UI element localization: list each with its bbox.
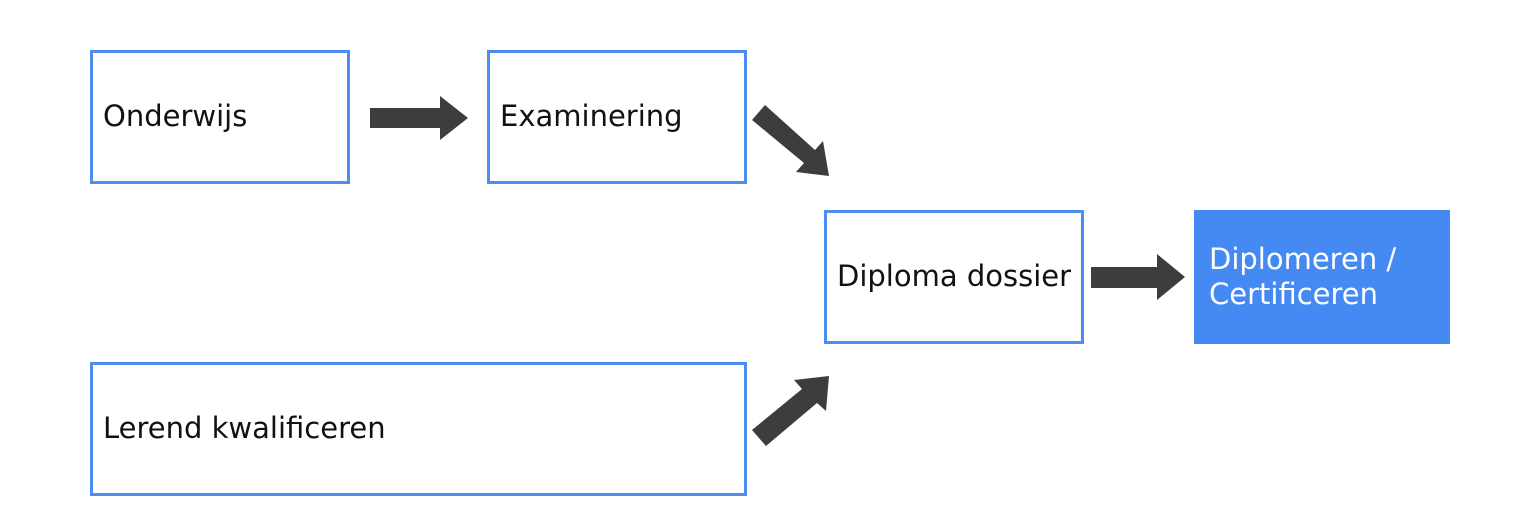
node-label-onderwijs: Onderwijs [103, 99, 248, 134]
node-lerend-kwalificeren: Lerend kwalificeren [90, 362, 747, 496]
node-onderwijs: Onderwijs [90, 50, 350, 184]
node-diploma-dossier: Diploma dossier [824, 210, 1084, 344]
arrow-diploma-dossier-to-diplomeren [1091, 254, 1185, 300]
node-label-diplomeren-certificeren: Diplomeren / Certificeren [1209, 241, 1397, 311]
arrow-examinering-to-diploma-dossier [752, 105, 829, 176]
arrow-lerend-to-diploma-dossier [752, 376, 829, 446]
node-examinering: Examinering [487, 50, 747, 184]
node-label-examinering: Examinering [500, 99, 683, 134]
node-label-lerend-kwalificeren: Lerend kwalificeren [103, 411, 386, 446]
node-diplomeren-certificeren: Diplomeren / Certificeren [1194, 210, 1450, 344]
node-label-diploma-dossier: Diploma dossier [837, 259, 1072, 294]
arrow-onderwijs-to-examinering [370, 96, 468, 140]
